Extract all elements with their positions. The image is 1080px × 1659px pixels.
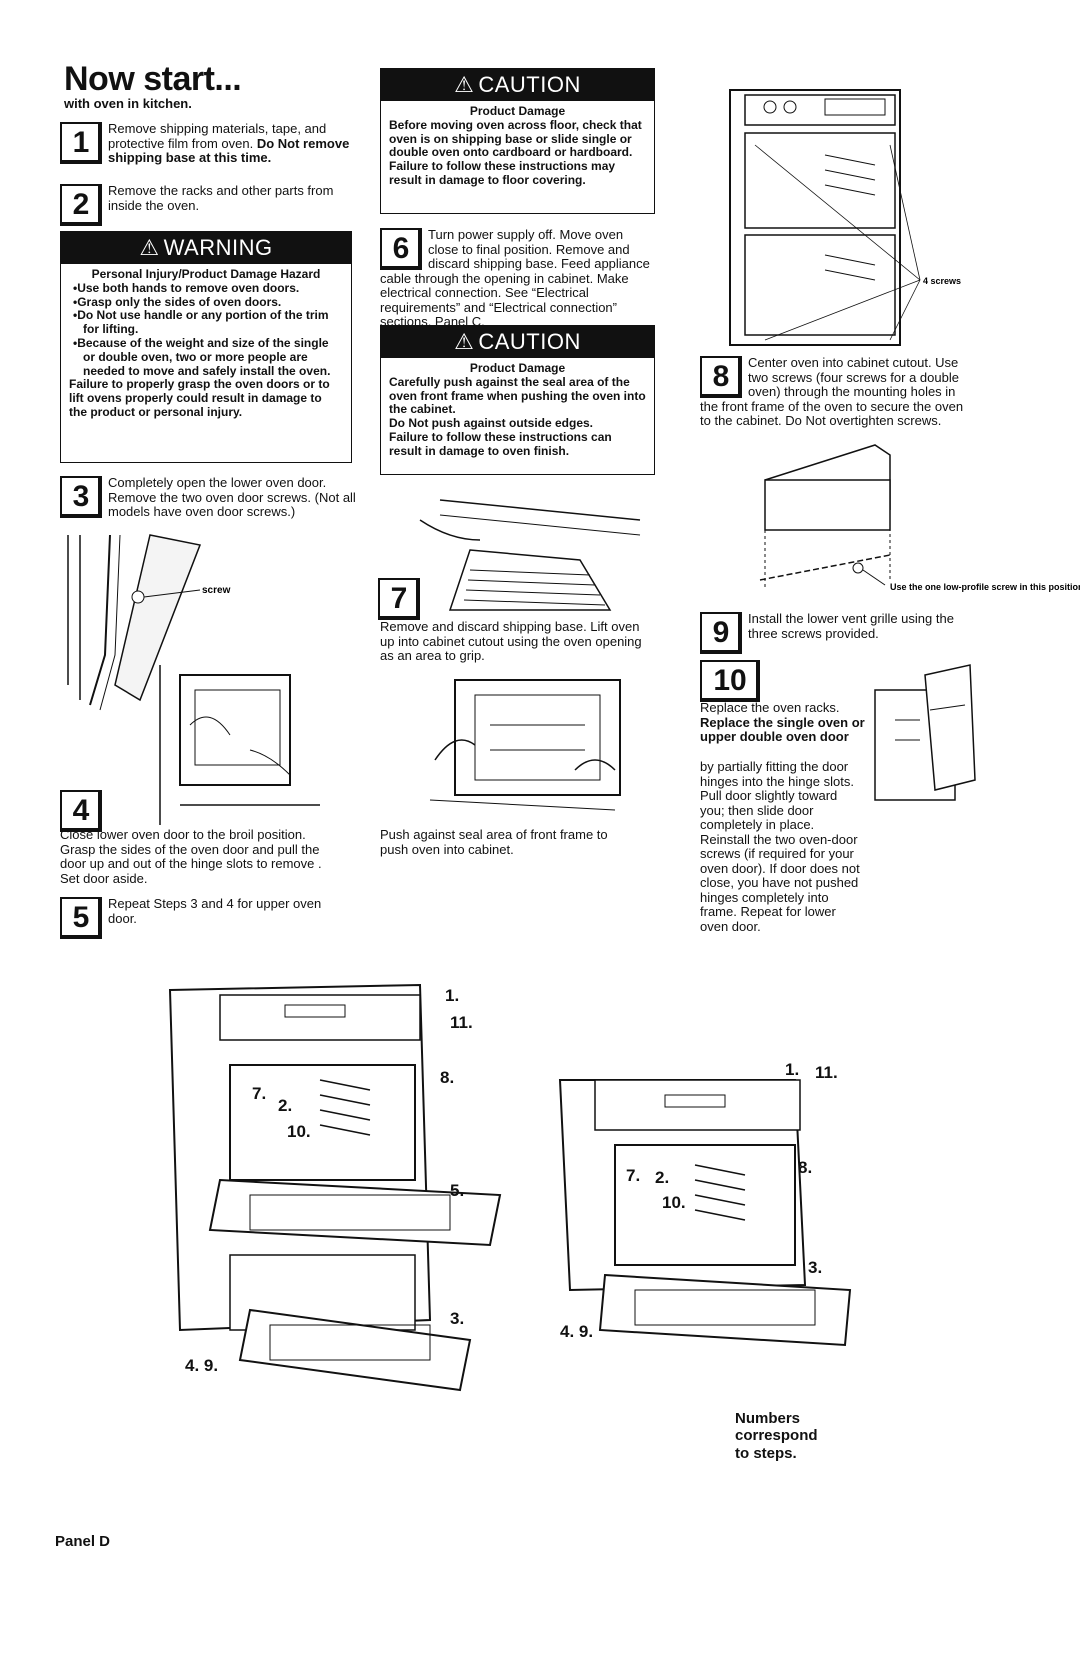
step-3: 3 Completely open the lower oven door. R… bbox=[60, 475, 360, 520]
page-title: Now start... bbox=[64, 60, 242, 98]
step-2: 2 Remove the racks and other parts from … bbox=[60, 183, 360, 226]
warning-item: Grasp only the sides of oven doors. bbox=[69, 295, 343, 310]
warning-item: Do Not use handle or any portion of the … bbox=[69, 309, 343, 337]
step-text: Completely open the lower oven door. Rem… bbox=[108, 475, 356, 520]
caution-box-1: ⚠CAUTION Product Damage Before moving ov… bbox=[380, 68, 655, 214]
push-caption: Push against seal area of front frame to… bbox=[380, 827, 608, 857]
step-number: 6 bbox=[380, 228, 422, 270]
caution-box-2: ⚠CAUTION Product Damage Carefully push a… bbox=[380, 325, 655, 475]
callout-10: 10. bbox=[287, 1122, 311, 1141]
warning-box: ⚠WARNING Personal Injury/Product Damage … bbox=[60, 231, 352, 463]
warning-footer: Failure to properly grasp the oven doors… bbox=[69, 377, 330, 419]
screw-label: screw bbox=[202, 585, 231, 596]
callout-11: 11. bbox=[815, 1063, 838, 1082]
step-number: 8 bbox=[700, 356, 742, 398]
callout-8: 8. bbox=[798, 1158, 813, 1177]
step-text: Repeat Steps 3 and 4 for upper oven door… bbox=[108, 896, 322, 926]
callout-8: 8. bbox=[440, 1068, 455, 1087]
step-number: 5 bbox=[60, 897, 102, 939]
replace-door-illustration bbox=[874, 664, 976, 801]
numbers-note: Numbers correspond to steps. bbox=[735, 1410, 818, 1462]
callout-3: 3. bbox=[450, 1309, 465, 1328]
step-text: Install the lower vent grille using the … bbox=[748, 611, 954, 641]
step-7-number: 7 bbox=[378, 578, 426, 620]
step-4-number: 4 bbox=[60, 790, 108, 832]
warning-triangle-icon: ⚠ bbox=[454, 72, 475, 97]
step-text-bold: Do Not remove shipping base at this time… bbox=[108, 135, 350, 166]
lift-oven-illustration bbox=[419, 499, 641, 611]
caution-body: Carefully push against the seal area of … bbox=[389, 374, 646, 417]
push-oven-illustration bbox=[429, 679, 621, 811]
step-1: 1 Remove shipping materials, tape, and p… bbox=[60, 121, 360, 166]
caution-subheading: Product Damage bbox=[469, 361, 566, 375]
step-7-text: Remove and discard shipping base. Lift o… bbox=[380, 619, 642, 664]
step-9: 9 Install the lower vent grille using th… bbox=[700, 611, 965, 654]
step-10-line1: Replace the oven racks. bbox=[700, 700, 840, 715]
callout-4-9: 4. 9. bbox=[185, 1356, 219, 1375]
callout-7: 7. bbox=[626, 1166, 641, 1185]
warning-item: Because of the weight and size of the si… bbox=[69, 336, 343, 378]
callout-7: 7. bbox=[252, 1084, 267, 1103]
step-text: Turn power supply off. Move oven close t… bbox=[380, 227, 650, 330]
warning-list: Use both hands to remove oven doors. Gra… bbox=[69, 281, 343, 379]
callout-3: 3. bbox=[808, 1258, 823, 1277]
callout-10: 10. bbox=[662, 1193, 686, 1212]
step-6: 6 Turn power supply off. Move oven close… bbox=[380, 227, 655, 330]
door-screw-illustration: screw bbox=[67, 534, 231, 711]
page-subtitle: with oven in kitchen. bbox=[64, 96, 192, 111]
panel-label: Panel D bbox=[55, 1533, 111, 1550]
step-text: Remove the racks and other parts from in… bbox=[108, 183, 334, 213]
callout-1: 1. bbox=[445, 986, 460, 1005]
single-oven-overview bbox=[558, 1079, 852, 1347]
warning-triangle-icon: ⚠ bbox=[454, 329, 475, 354]
remove-door-illustration bbox=[159, 665, 320, 825]
step-number: 2 bbox=[60, 184, 102, 226]
callout-5: 5. bbox=[450, 1181, 465, 1200]
step-number: 1 bbox=[60, 122, 102, 164]
caution-heading: ⚠CAUTION bbox=[381, 69, 654, 101]
caution-subheading: Product Damage bbox=[469, 104, 566, 118]
callout-1: 1. bbox=[785, 1060, 800, 1079]
step-number: 3 bbox=[60, 476, 102, 518]
step-5: 5 Repeat Steps 3 and 4 for upper oven do… bbox=[60, 896, 340, 939]
caution-line2: Do Not push against outside edges. bbox=[389, 416, 594, 431]
low-profile-label: Use the one low-profile screw in this po… bbox=[890, 582, 1080, 592]
caution-heading: ⚠CAUTION bbox=[381, 326, 654, 358]
step-text: Center oven into cabinet cutout. Use two… bbox=[700, 355, 964, 429]
step-10-number: 10 bbox=[700, 660, 766, 702]
caution-body: Before moving oven across floor, check t… bbox=[389, 117, 642, 160]
step-number: 9 bbox=[700, 612, 742, 654]
warning-subheading: Personal Injury/Product Damage Hazard bbox=[91, 267, 321, 281]
step-10-rest: by partially fitting the door hinges int… bbox=[700, 759, 860, 935]
step-text: Remove shipping materials, tape, and pro… bbox=[108, 121, 327, 151]
warning-item: Use both hands to remove oven doors. bbox=[69, 281, 343, 296]
callout-2: 2. bbox=[278, 1096, 293, 1115]
four-screws-label: 4 screws bbox=[923, 276, 961, 286]
callout-4-9: 4. 9. bbox=[560, 1322, 594, 1341]
callout-2: 2. bbox=[655, 1168, 670, 1187]
step-10-bold: Replace the single oven or upper double … bbox=[700, 714, 865, 745]
double-oven-overview bbox=[168, 983, 502, 1392]
warning-heading: ⚠WARNING bbox=[61, 232, 351, 264]
warning-triangle-icon: ⚠ bbox=[139, 235, 160, 260]
callout-11: 11. bbox=[450, 1013, 473, 1032]
caution-footer: Failure to follow these instructions can… bbox=[389, 429, 612, 458]
step-10-text-top: Replace the oven racks. Replace the sing… bbox=[700, 700, 865, 745]
step-4-text: Close lower oven door to the broil posit… bbox=[60, 827, 322, 886]
vent-grille-illustration: Use the one low-profile screw in this po… bbox=[759, 444, 1080, 592]
step-8: 8 Center oven into cabinet cutout. Use t… bbox=[700, 355, 970, 429]
caution-footer: Failure to follow these instructions may… bbox=[389, 159, 616, 187]
double-oven-screws-illustration: 4 screws bbox=[729, 89, 961, 346]
